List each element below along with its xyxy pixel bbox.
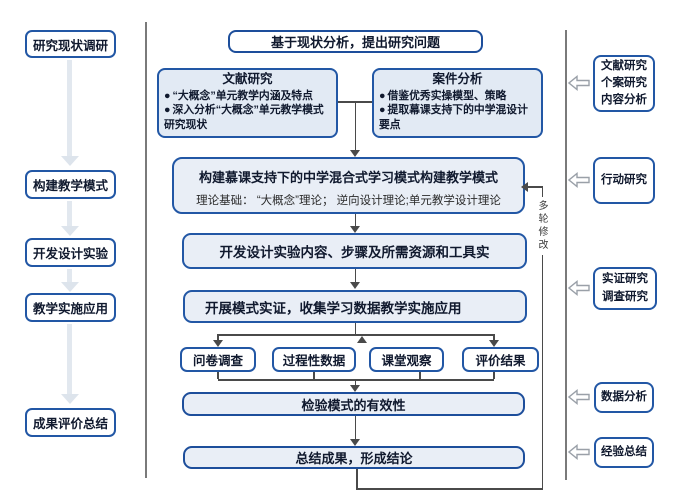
feedback-line xyxy=(528,186,542,188)
literature-research-title: 文献研究 xyxy=(222,72,273,86)
connector-line xyxy=(313,372,315,379)
method-box-action-research: 行动研究 xyxy=(593,157,655,204)
left-column-divider xyxy=(145,22,147,478)
phase-box-build-model: 构建教学模式 xyxy=(25,170,116,199)
literature-bullet-2: ●深入分析“大概念”单元教学模式研究现状 xyxy=(164,103,331,132)
method-line: 实证研究 xyxy=(602,273,648,286)
phase-arrow-shaft xyxy=(67,60,72,156)
arrowhead-down-icon xyxy=(350,282,360,289)
collect-box-evaluation-result: 评价结果 xyxy=(462,347,539,372)
case-analysis-title: 案件分析 xyxy=(432,72,483,86)
phase-box-design-experiment: 开发设计实验 xyxy=(25,238,116,267)
arrowhead-down-icon xyxy=(350,439,360,446)
connector-line xyxy=(354,379,356,386)
connector-line xyxy=(354,269,356,282)
method-box-empirical-survey: 实证研究 调查研究 xyxy=(593,267,657,310)
hollow-left-arrow-icon xyxy=(568,389,590,405)
literature-bullet-1-text: “大概念”单元教学内涵及特点 xyxy=(172,89,313,102)
bullet-icon: ● xyxy=(379,89,386,102)
hollow-left-arrow-icon xyxy=(568,444,590,460)
phase-box-teaching-implementation: 教学实施应用 xyxy=(25,293,116,322)
feedback-label: 多轮修改 xyxy=(536,197,547,255)
arrowhead-left-icon xyxy=(521,181,528,192)
phase-box-evaluation-summary: 成果评价总结 xyxy=(25,408,116,437)
connector-line xyxy=(354,101,356,151)
phase-arrow-down-icon xyxy=(61,282,79,292)
arrowhead-up-icon xyxy=(357,336,367,343)
bullet-icon: ● xyxy=(379,104,386,117)
hollow-left-arrow-icon xyxy=(568,172,590,188)
case-bullet-1: ●借鉴优秀实操模型、策略 xyxy=(379,89,536,104)
hollow-left-arrow-icon xyxy=(568,75,590,91)
hollow-left-arrow-icon xyxy=(568,280,590,296)
case-bullet-1-text: 借鉴优秀实操模型、策略 xyxy=(387,89,507,102)
method-line: 个案研究 xyxy=(601,76,647,89)
feedback-line xyxy=(541,186,543,489)
method-box-data-analysis: 数据分析 xyxy=(594,382,654,413)
feedback-line xyxy=(356,469,358,488)
method-line: 文献研究 xyxy=(601,59,647,72)
model-construction-box: 构建慕课支持下的中学混合式学习模式构建教学模式 理论基础： “大概念”理论； 逆… xyxy=(172,157,525,214)
problem-statement-box: 基于现状分析，提出研究问题 xyxy=(228,30,483,53)
arrowhead-down-icon xyxy=(213,340,223,347)
phase-arrow-down-icon xyxy=(61,226,79,236)
connector-line xyxy=(218,334,494,336)
phase-arrow-shaft xyxy=(67,269,72,282)
connector-line xyxy=(217,334,219,341)
arrowhead-down-icon xyxy=(489,340,499,347)
connector-line xyxy=(218,379,494,381)
bullet-icon: ● xyxy=(164,89,171,102)
case-bullet-2-text: 提取幕课支持下的中学混设计要点 xyxy=(379,104,528,131)
connector-line xyxy=(354,323,356,334)
connector-line xyxy=(217,372,219,379)
case-analysis-box: 案件分析 ●借鉴优秀实操模型、策略 ●提取幕课支持下的中学混设计要点 xyxy=(372,68,543,138)
method-line: 内容分析 xyxy=(601,94,647,107)
method-line: 数据分析 xyxy=(601,390,647,403)
phase-arrow-down-icon xyxy=(61,394,79,404)
connector-line xyxy=(493,372,495,379)
method-line: 行动研究 xyxy=(601,173,647,186)
connector-line xyxy=(419,372,421,379)
model-theory-basis: 理论基础： “大概念”理论； 逆向设计理论;单元教学设计理论 xyxy=(196,195,501,207)
connector-line xyxy=(354,214,356,227)
connector-line xyxy=(354,416,356,440)
collect-box-process-data: 过程性数据 xyxy=(272,347,356,372)
method-box-literature-case-content: 文献研究 个案研究 内容分析 xyxy=(593,55,655,112)
right-column-divider xyxy=(565,30,567,480)
feedback-line xyxy=(356,488,543,490)
method-line: 经验总结 xyxy=(601,445,647,458)
model-construction-title: 构建慕课支持下的中学混合式学习模式构建教学模式 xyxy=(198,170,498,185)
phase-arrow-shaft xyxy=(67,324,72,394)
collect-box-questionnaire: 问卷调查 xyxy=(180,347,256,372)
collect-box-classroom-observation: 课堂观察 xyxy=(369,347,444,372)
case-bullet-2: ●提取幕课支持下的中学混设计要点 xyxy=(379,103,536,132)
verify-effectiveness-box: 检验模式的有效性 xyxy=(182,392,525,416)
arrowhead-down-icon xyxy=(350,385,360,392)
literature-bullet-2-text: 深入分析“大概念”单元教学模式研究现状 xyxy=(164,104,324,131)
phase-box-research-status: 研究现状调研 xyxy=(25,30,116,58)
phase-arrow-down-icon xyxy=(61,156,79,166)
method-line: 调查研究 xyxy=(602,290,648,303)
conclusion-box: 总结成果，形成结论 xyxy=(183,446,525,469)
bullet-icon: ● xyxy=(164,104,171,117)
literature-bullet-1: ●“大概念”单元教学内涵及特点 xyxy=(164,89,331,104)
method-box-experience-summary: 经验总结 xyxy=(594,437,654,468)
implementation-box: 开展模式实证，收集学习数据教学实施应用 xyxy=(183,290,527,323)
develop-experiment-box: 开发设计实验内容、步骤及所需资源和工具实 xyxy=(182,233,527,269)
phase-arrow-shaft xyxy=(67,201,72,226)
arrowhead-down-icon xyxy=(350,150,360,157)
connector-line xyxy=(493,334,495,341)
literature-research-box: 文献研究 ●“大概念”单元教学内涵及特点 ●深入分析“大概念”单元教学模式研究现… xyxy=(157,68,338,138)
arrowhead-down-icon xyxy=(350,226,360,233)
